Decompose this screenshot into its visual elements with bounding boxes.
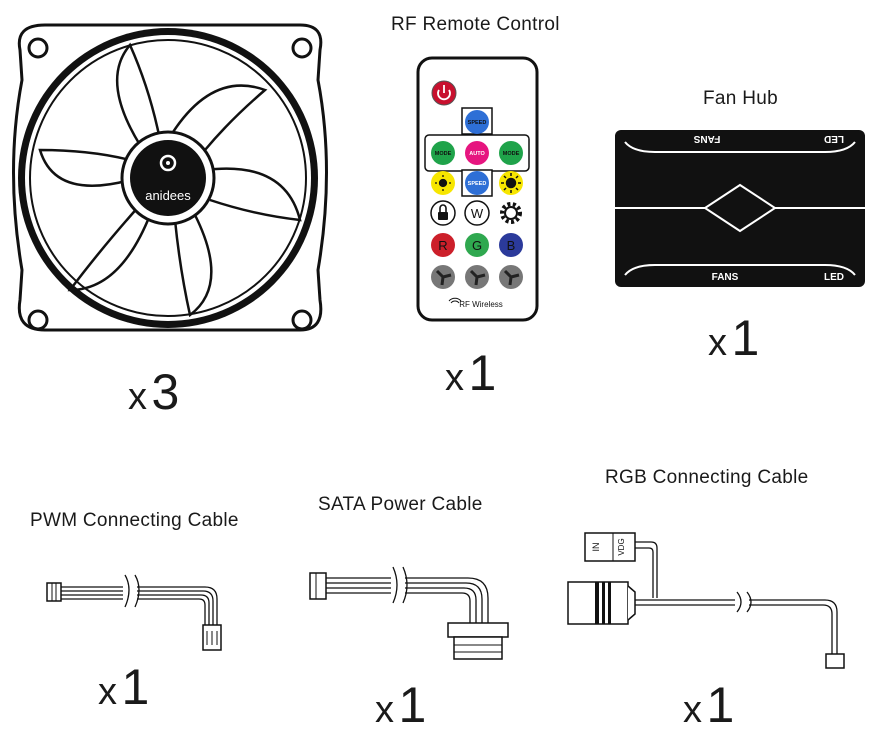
lock-icon: [438, 204, 448, 220]
fan-hub-illustration: FANS LED FANS LED: [615, 130, 865, 287]
fan-mode-3-icon: [499, 265, 523, 289]
rgb-quantity: x 1: [683, 677, 735, 733]
hub-top-fans-label: FANS: [693, 133, 720, 144]
remote-illustration: SPEED MODE AUTO MODE SPEED W R G B RF: [416, 56, 539, 322]
hub-title: Fan Hub: [703, 88, 778, 109]
fan-illustration: anidees: [12, 23, 328, 332]
pwm-quantity: x 1: [98, 659, 150, 715]
sata-title: SATA Power Cable: [318, 494, 483, 515]
rgb-connector-label-in: IN: [591, 543, 601, 552]
pwm-cable-illustration: [46, 574, 222, 651]
speed-down-button[interactable]: SPEED: [468, 181, 487, 187]
hub-bottom-led-label: LED: [824, 272, 844, 283]
sata-cable-illustration: [309, 566, 509, 660]
brightness-down-icon: [435, 175, 451, 191]
rgb-cable-illustration: IN VDG: [567, 532, 845, 669]
sata-quantity: x 1: [375, 677, 427, 733]
hub-top-led-label: LED: [824, 133, 844, 144]
rgb-title: RGB Connecting Cable: [605, 467, 809, 488]
red-button[interactable]: R: [438, 238, 447, 253]
hub-quantity: x 1: [708, 310, 760, 366]
settings-gear-icon: [500, 202, 522, 224]
auto-button[interactable]: AUTO: [469, 151, 485, 157]
mode-left-button[interactable]: MODE: [435, 151, 452, 157]
brightness-up-icon: [501, 173, 521, 193]
green-button[interactable]: G: [472, 238, 482, 253]
speed-up-button[interactable]: SPEED: [468, 120, 487, 126]
rgb-connector-label-vdg: VDG: [617, 538, 626, 555]
hub-bottom-fans-label: FANS: [712, 272, 739, 283]
pwm-title: PWM Connecting Cable: [30, 510, 239, 531]
fan-brand-logo: anidees: [145, 188, 191, 203]
fan-quantity: x 3: [128, 364, 180, 420]
white-button[interactable]: W: [471, 206, 484, 221]
wifi-icon: [448, 297, 462, 304]
mode-right-button[interactable]: MODE: [503, 151, 520, 157]
blue-button[interactable]: B: [507, 238, 516, 253]
fan-mode-2-icon: [465, 265, 489, 289]
remote-quantity: x 1: [445, 345, 497, 401]
remote-title: RF Remote Control: [391, 14, 560, 35]
rf-wireless-label: RF Wireless: [459, 300, 503, 309]
fan-mode-1-icon: [431, 265, 455, 289]
